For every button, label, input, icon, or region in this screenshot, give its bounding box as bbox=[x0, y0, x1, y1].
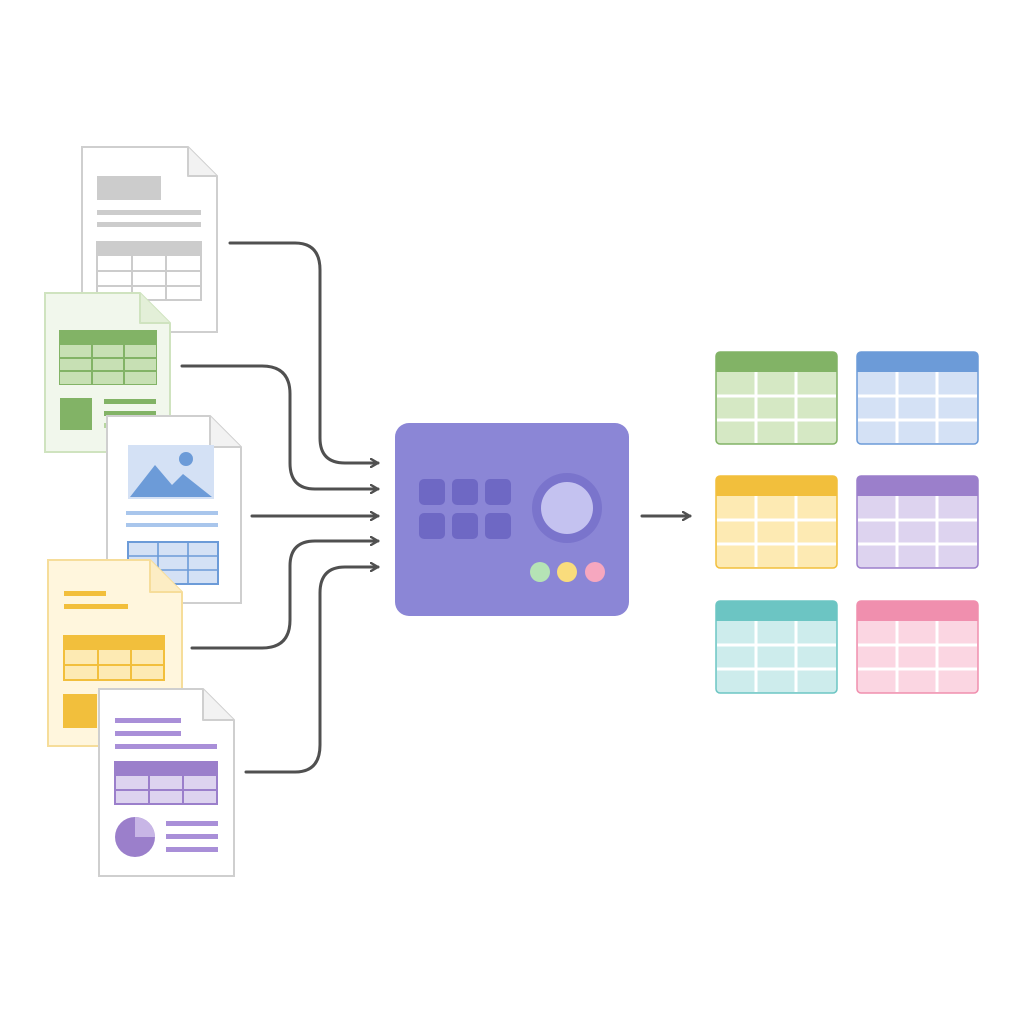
blue-table-icon bbox=[856, 351, 979, 445]
processing-hub-icon bbox=[395, 423, 629, 616]
teal-table-icon bbox=[715, 600, 838, 694]
purple-chart-document-icon bbox=[98, 688, 235, 877]
hub-button-grid bbox=[419, 479, 511, 539]
input-connectors bbox=[180, 241, 692, 774]
purple-table-icon bbox=[856, 475, 979, 569]
connector-yellow-doc bbox=[190, 541, 380, 650]
hub-led-yellow bbox=[557, 562, 577, 582]
green-spreadsheet-document-icon bbox=[44, 292, 171, 453]
hub-led-green bbox=[530, 562, 550, 582]
gray-report-document-icon bbox=[81, 146, 218, 333]
hub-led-pink bbox=[585, 562, 605, 582]
yellow-table-icon bbox=[715, 475, 838, 569]
connector-gray-doc bbox=[228, 241, 380, 463]
pink-table-icon bbox=[856, 600, 979, 694]
blue-image-document-icon bbox=[106, 415, 242, 604]
connector-purple-doc bbox=[244, 567, 380, 774]
connector-green-doc bbox=[180, 364, 380, 489]
green-table-icon bbox=[715, 351, 838, 445]
